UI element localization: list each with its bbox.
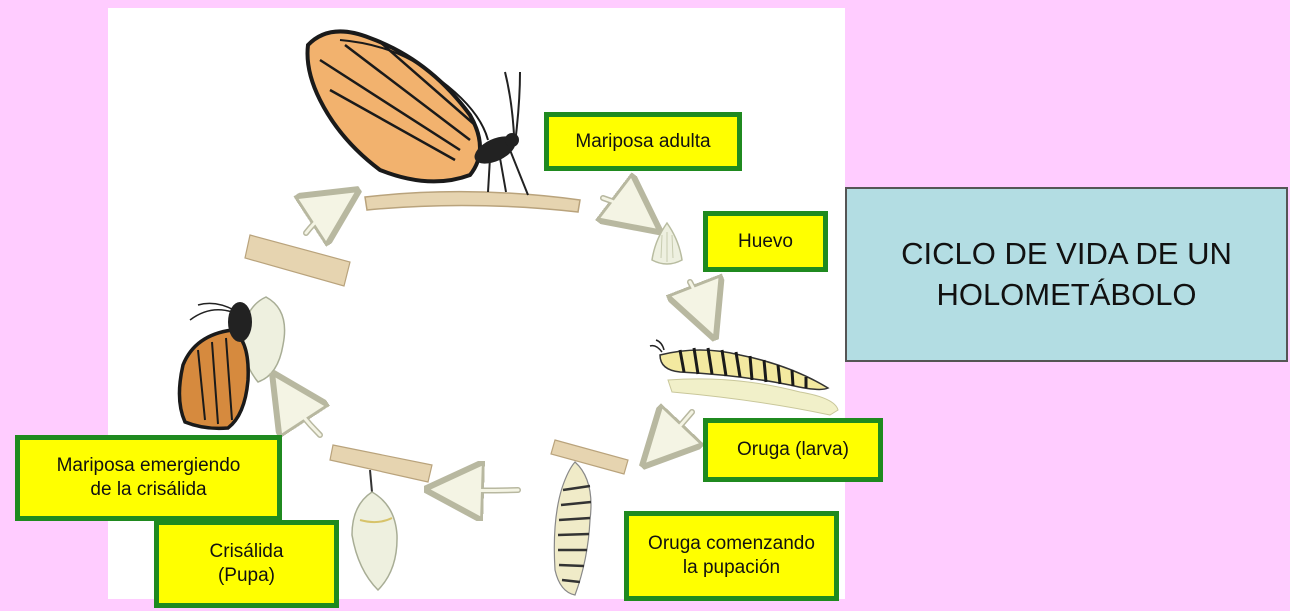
label-egg: Huevo [703, 211, 828, 272]
label-adult-butterfly: Mariposa adulta [544, 112, 742, 171]
caterpillar-icon [650, 340, 838, 415]
pupating-caterpillar-icon [551, 440, 628, 595]
egg-icon [652, 223, 682, 264]
label-pupa: Crisálida (Pupa) [154, 520, 339, 608]
chrysalis-icon [330, 445, 432, 590]
diagram-title: CICLO DE VIDA DE UN HOLOMETÁBOLO [845, 187, 1288, 362]
cycle-arrow-icon [285, 198, 707, 491]
label-emerging-butterfly: Mariposa emergiendo de la crisálida [15, 435, 282, 521]
butterfly-icon [308, 31, 581, 212]
label-pupation: Oruga comenzando la pupación [624, 511, 839, 601]
emerging-butterfly-icon [179, 235, 350, 428]
label-larva: Oruga (larva) [703, 418, 883, 482]
